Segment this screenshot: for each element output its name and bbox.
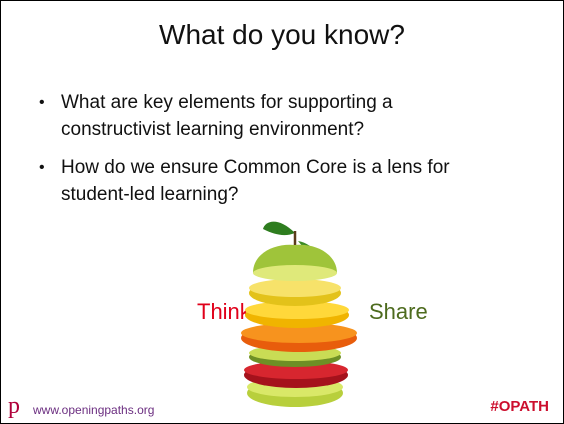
bullet-list: • What are key elements for supporting a… [39, 89, 539, 219]
share-label: Share [369, 299, 428, 324]
page-title: What do you know? [159, 19, 405, 50]
list-item: • What are key elements for supporting a… [39, 89, 539, 143]
list-item: • How do we ensure Common Core is a lens… [39, 154, 539, 208]
bullet-icon: • [39, 94, 45, 111]
hashtag: #OPATH [490, 398, 549, 415]
think-label: Think [197, 299, 251, 324]
bullet-icon: • [39, 159, 45, 176]
website-link[interactable]: www.openingpaths.org [33, 403, 155, 417]
logo: p [8, 393, 20, 419]
bullet-text-line-2: constructivist learning environment? [61, 119, 365, 140]
bullet-text-line-1: How do we ensure Common Core is a lens f… [61, 157, 450, 178]
stacked-fruit-slices-icon [241, 221, 357, 407]
bullet-text-line-2: student-led learning? [61, 184, 239, 205]
bullet-text-line-1: What are key elements for supporting a [61, 92, 393, 113]
